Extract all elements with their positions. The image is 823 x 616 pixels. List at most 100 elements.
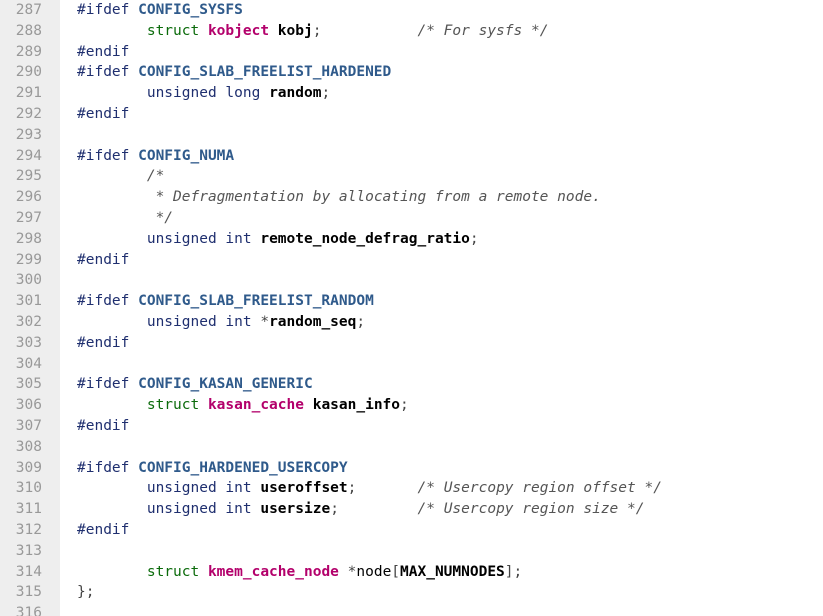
code-token-ident: kobj [269,22,313,39]
code-token-macro: CONFIG_NUMA [138,147,235,164]
code-line[interactable]: 291 unsigned long random; [0,83,823,104]
line-number: 295 [15,168,42,185]
line-number: 294 [15,147,42,164]
line-source: unsigned int useroffset; /* Usercopy reg… [77,478,662,499]
code-line[interactable]: 299#endif [0,250,823,271]
code-line[interactable]: 297 */ [0,208,823,229]
line-number: 316 [15,605,42,616]
code-line[interactable]: 292#endif [0,104,823,125]
code-line[interactable]: 309#ifdef CONFIG_HARDENED_USERCOPY [0,458,823,479]
line-source: #ifdef CONFIG_SYSFS [77,0,243,21]
code-line[interactable]: 295 /* [0,166,823,187]
code-line[interactable]: 300 [0,270,823,291]
code-token-keyword: #endif [77,417,130,434]
code-line[interactable]: 294 #ifdef CONFIG_NUMA [0,146,823,167]
code-token-punct: ; [347,480,418,497]
code-token-plain [77,85,147,101]
code-token-plain [77,210,156,226]
code-token-plain [77,168,147,184]
code-token-punct: }; [77,584,95,601]
line-source: struct kobject kobj; /* For sysfs */ [77,21,549,42]
line-number: 304 [15,355,42,372]
code-token-plain [77,480,147,496]
line-source: #endif [77,416,129,437]
code-line[interactable]: 313 [0,541,823,562]
line-source: #endif [77,520,129,541]
code-line[interactable]: 311 unsigned int usersize; /* Usercopy r… [0,499,823,520]
line-source: unsigned int remote_node_defrag_ratio; [77,229,479,250]
code-line[interactable]: 312#endif [0,520,823,541]
code-token-ident: kasan_info [303,397,401,414]
code-line[interactable]: 302 unsigned int *random_seq; [0,312,823,333]
line-number: 311 [15,501,42,518]
line-number: 290 [15,64,42,81]
line-number: 314 [15,563,42,580]
code-token-plain [77,397,147,413]
code-line[interactable]: 289 #endif [0,42,823,63]
code-token-plain [77,564,147,580]
code-token-typename: kmem_cache_node [207,563,339,580]
line-source: #endif [77,333,129,354]
code-line[interactable]: 296 * Defragmentation by allocating from… [0,187,823,208]
line-number: 299 [15,251,42,268]
code-token-keyword: unsigned long [146,85,270,102]
code-token-ident: remote_node_defrag_ratio [260,230,470,247]
code-line[interactable]: 305#ifdef CONFIG_KASAN_GENERIC [0,374,823,395]
line-source: #ifdef CONFIG_KASAN_GENERIC [77,374,313,395]
line-source: * Defragmentation by allocating from a r… [77,187,601,208]
code-token-macro: CONFIG_HARDENED_USERCOPY [138,459,348,476]
code-token-keyword: unsigned int [146,313,261,330]
line-source: unsigned long random; [77,83,330,104]
code-token-struct: struct [146,22,208,39]
code-line[interactable]: 293 [0,125,823,146]
code-line[interactable]: 310 unsigned int useroffset; /* Usercopy… [0,478,823,499]
line-source: #ifdef CONFIG_SLAB_FREELIST_RANDOM [77,291,374,312]
line-source: struct kasan_cache kasan_info; [77,395,409,416]
code-token-punct: ; [469,230,479,247]
code-line[interactable]: 316 [0,603,823,616]
line-number: 291 [15,85,42,102]
code-line[interactable]: 315}; [0,582,823,603]
code-token-ident: random_seq [269,313,357,330]
code-line[interactable]: 301#ifdef CONFIG_SLAB_FREELIST_RANDOM [0,291,823,312]
line-source: #ifdef CONFIG_NUMA [77,146,234,167]
code-line[interactable]: 306 struct kasan_cache kasan_info; [0,395,823,416]
code-token-comment: /* [146,168,165,185]
line-number: 296 [15,189,42,206]
line-number-gutter [0,0,60,616]
code-line[interactable]: 303#endif [0,333,823,354]
code-token-plain [77,501,147,517]
code-line[interactable]: 287#ifdef CONFIG_SYSFS [0,0,823,21]
code-line[interactable]: 308 [0,437,823,458]
code-token-typename: kobject [207,22,270,39]
line-number: 292 [15,105,42,122]
line-number: 300 [15,272,42,289]
code-token-plain [77,231,147,247]
line-source: }; [77,582,94,603]
code-token-plain [77,314,147,330]
code-token-keyword: #ifdef [77,147,139,164]
code-token-punct: * [338,563,357,580]
code-line[interactable]: 288 struct kobject kobj; /* For sysfs */ [0,21,823,42]
line-number: 308 [15,438,42,455]
code-line[interactable]: 290#ifdef CONFIG_SLAB_FREELIST_HARDENED [0,62,823,83]
code-token-punct: ; [312,22,418,39]
code-token-keyword: #ifdef [77,64,139,81]
code-token-keyword: #endif [77,43,130,60]
code-line[interactable]: 298 unsigned int remote_node_defrag_rati… [0,229,823,250]
code-line[interactable]: 307#endif [0,416,823,437]
code-token-struct: struct [146,563,208,580]
code-token-struct: struct [146,397,208,414]
line-source: #ifdef CONFIG_HARDENED_USERCOPY [77,458,348,479]
line-source: unsigned int usersize; /* Usercopy regio… [77,499,645,520]
code-line[interactable]: 314 struct kmem_cache_node *node[MAX_NUM… [0,562,823,583]
line-number: 315 [15,584,42,601]
line-number: 288 [15,22,42,39]
code-token-comment: /* Usercopy region offset */ [417,480,662,497]
code-token-keyword: #ifdef [77,376,139,393]
line-number: 289 [15,43,42,60]
code-line[interactable]: 304 [0,354,823,375]
code-token-punct: ; [321,85,331,102]
